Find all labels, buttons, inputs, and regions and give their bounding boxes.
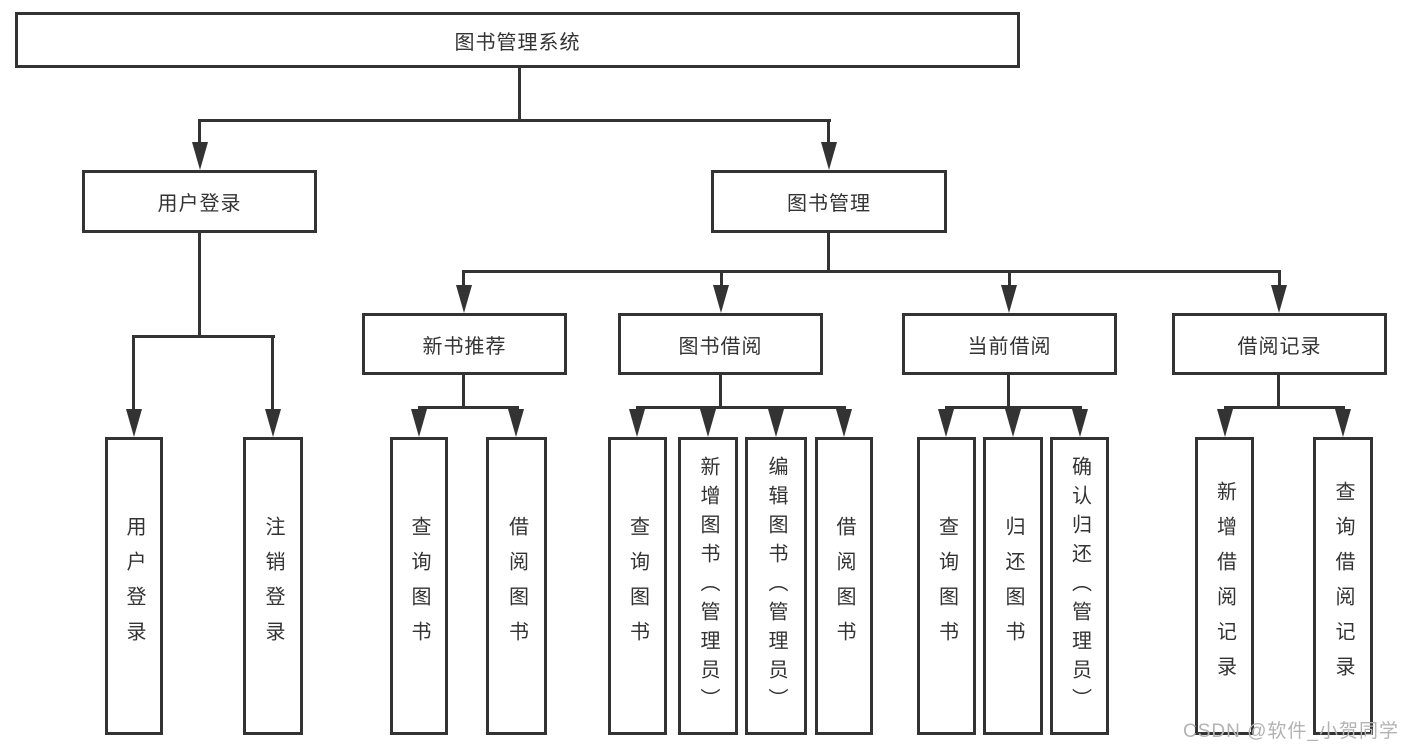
node-current-borrowing-label: 当前借阅	[967, 335, 1052, 358]
leaf-borrow-books-borrowing-label: 借阅图书	[833, 516, 855, 656]
connector-line	[418, 406, 519, 409]
arrowhead-icon	[713, 285, 729, 313]
leaf-add-book-admin-label: 新增图书（管理员）	[697, 455, 719, 717]
arrowhead-icon	[836, 409, 852, 437]
node-new-book-recommend-label: 新书推荐	[422, 335, 507, 358]
arrowhead-icon	[1001, 285, 1017, 313]
leaf-query-books-current: 查询图书	[917, 437, 976, 735]
connector-line	[271, 335, 274, 411]
node-borrowing-records: 借阅记录	[1172, 313, 1387, 375]
leaf-confirm-return-admin: 确认归还（管理员）	[1050, 437, 1109, 735]
connector-line	[463, 270, 1280, 273]
leaf-user-login-label: 用户登录	[123, 516, 145, 656]
connector-line	[198, 119, 201, 146]
connector-line	[827, 119, 830, 146]
leaf-confirm-return-admin-label: 确认归还（管理员）	[1068, 455, 1091, 717]
arrowhead-icon	[938, 409, 954, 437]
arrowhead-icon	[1271, 285, 1287, 313]
node-new-book-recommend: 新书推荐	[362, 313, 567, 375]
connector-line	[636, 406, 846, 409]
leaf-borrow-books-recommend-label: 借阅图书	[505, 516, 528, 656]
arrowhead-icon	[265, 409, 281, 437]
leaf-return-books: 归还图书	[983, 437, 1043, 735]
connector-line	[199, 119, 831, 122]
leaf-edit-book-admin: 编辑图书（管理员）	[745, 437, 807, 735]
leaf-add-borrow-record: 新增借阅记录	[1195, 437, 1254, 735]
node-borrowing-records-label: 借阅记录	[1237, 335, 1322, 358]
connector-line	[719, 375, 722, 409]
arrowhead-icon	[126, 409, 142, 437]
connector-line	[1224, 406, 1345, 409]
leaf-query-books-borrowing: 查询图书	[608, 437, 667, 735]
arrowhead-icon	[508, 409, 524, 437]
leaf-logout: 注销登录	[243, 437, 303, 735]
csdn-watermark: CSDN @软件_小贺同学	[1183, 721, 1399, 742]
leaf-query-borrow-record-label: 查询借阅记录	[1332, 481, 1354, 691]
leaf-query-books-recommend-label: 查询图书	[408, 516, 430, 656]
connector-line	[945, 406, 1082, 409]
leaf-query-books-recommend: 查询图书	[390, 437, 448, 735]
connector-line	[132, 335, 135, 411]
arrowhead-icon	[1217, 409, 1233, 437]
leaf-query-books-current-label: 查询图书	[935, 516, 958, 656]
connector-line	[720, 270, 723, 287]
node-library-system-label: 图书管理系统	[454, 31, 581, 54]
connector-line	[518, 68, 521, 120]
connector-line	[1278, 270, 1281, 287]
node-book-borrowing: 图书借阅	[618, 313, 823, 375]
arrowhead-icon	[629, 409, 645, 437]
arrowhead-icon	[821, 142, 837, 170]
arrowhead-icon	[700, 409, 716, 437]
arrowhead-icon	[456, 285, 472, 313]
leaf-add-book-admin: 新增图书（管理员）	[678, 437, 738, 735]
leaf-user-login: 用户登录	[105, 437, 163, 735]
leaf-query-books-borrowing-label: 查询图书	[626, 516, 649, 656]
node-user-login: 用户登录	[82, 170, 317, 233]
arrowhead-icon	[1335, 409, 1351, 437]
node-user-login-label: 用户登录	[157, 193, 242, 215]
connector-line	[1008, 270, 1011, 287]
leaf-borrow-books-borrowing: 借阅图书	[815, 437, 873, 735]
leaf-edit-book-admin-label: 编辑图书（管理员）	[765, 455, 787, 717]
connector-line	[1277, 375, 1280, 409]
connector-line	[1007, 375, 1010, 409]
node-current-borrowing: 当前借阅	[902, 313, 1117, 375]
node-book-management-label: 图书管理	[787, 193, 871, 215]
arrowhead-icon	[1072, 409, 1088, 437]
leaf-logout-label: 注销登录	[262, 516, 284, 656]
leaf-return-books-label: 归还图书	[1002, 516, 1024, 656]
arrowhead-icon	[192, 142, 208, 170]
connector-line	[462, 375, 465, 409]
connector-line	[462, 270, 465, 287]
leaf-add-borrow-record-label: 新增借阅记录	[1213, 481, 1236, 691]
arrowhead-icon	[768, 409, 784, 437]
leaf-borrow-books-recommend: 借阅图书	[486, 437, 547, 735]
connector-line	[133, 335, 275, 338]
arrowhead-icon	[411, 409, 427, 437]
node-book-borrowing-label: 图书借阅	[678, 335, 763, 358]
leaf-query-borrow-record: 查询借阅记录	[1313, 437, 1373, 735]
connector-line	[198, 233, 201, 336]
node-book-management: 图书管理	[711, 170, 947, 233]
arrowhead-icon	[1005, 409, 1021, 437]
connector-line	[827, 233, 830, 272]
node-library-system: 图书管理系统	[15, 12, 1020, 68]
